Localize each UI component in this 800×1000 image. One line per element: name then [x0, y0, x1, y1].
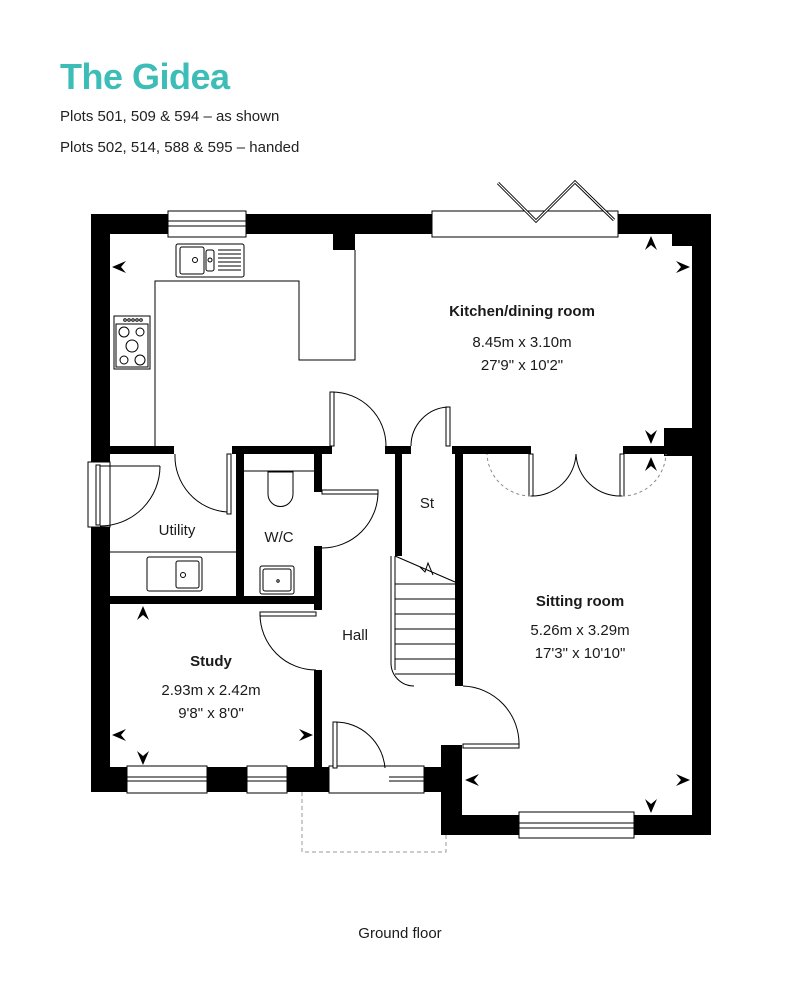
study-name: Study [190, 653, 232, 670]
kitchen-imperial: 27'9" x 10'2" [481, 357, 563, 374]
plots-as-shown: Plots 501, 509 & 594 – as shown [60, 108, 280, 125]
utility-name: Utility [159, 522, 196, 539]
store-name: St [420, 495, 435, 512]
kitchen-units [113, 243, 356, 446]
sitting-imperial: 17'3" x 10'10" [535, 645, 626, 662]
sitting-name: Sitting room [536, 593, 624, 610]
page-title: The Gidea [60, 56, 230, 97]
windows [87, 210, 635, 839]
wc-name: W/C [264, 529, 293, 546]
hall-name: Hall [342, 627, 368, 644]
study-metric: 2.93m x 2.42m [161, 682, 260, 699]
doors [95, 391, 667, 769]
plots-handed: Plots 502, 514, 588 & 595 – handed [60, 139, 300, 156]
dimension-arrows [112, 236, 690, 813]
sitting-metric: 5.26m x 3.29m [530, 622, 629, 639]
kitchen-name: Kitchen/dining room [449, 303, 595, 320]
porch-outline [301, 792, 447, 853]
study-imperial: 9'8" x 8'0" [178, 705, 244, 722]
floor-label: Ground floor [358, 925, 442, 942]
utility-wc-fixtures [110, 470, 314, 595]
staircase [390, 555, 456, 687]
kitchen-metric: 8.45m x 3.10m [472, 334, 571, 351]
internal-walls [110, 446, 693, 770]
